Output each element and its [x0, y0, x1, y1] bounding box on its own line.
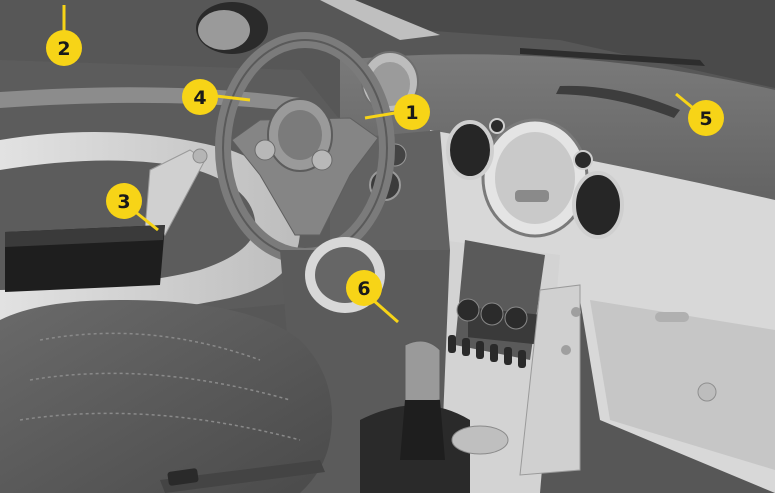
callout-2-number: 2 — [57, 38, 70, 60]
speedometer-display — [515, 190, 549, 202]
gear-knob — [405, 341, 440, 405]
console-screw-lower — [561, 345, 571, 355]
callout-1-number: 1 — [405, 102, 418, 124]
hazard-button — [574, 151, 592, 169]
gear-shaft — [400, 400, 445, 460]
dash-button — [490, 119, 504, 133]
steering-button-left — [255, 140, 275, 160]
right-air-vent — [574, 173, 622, 237]
glovebox-lock — [698, 383, 716, 401]
side-mirror-glass — [198, 10, 250, 50]
callout-5-number: 5 — [699, 108, 712, 130]
console-screw-upper — [571, 307, 581, 317]
callout-6-number: 6 — [357, 278, 370, 300]
driver-seat — [0, 300, 332, 493]
door-handle-pivot — [193, 149, 207, 163]
left-air-vent — [448, 122, 492, 178]
callout-3-number: 3 — [117, 191, 130, 213]
glovebox-slot — [655, 312, 689, 322]
callout-4-number: 4 — [193, 87, 206, 109]
center-speedometer-face — [495, 132, 575, 224]
steering-button-right — [312, 150, 332, 170]
cup-holder — [452, 426, 508, 454]
